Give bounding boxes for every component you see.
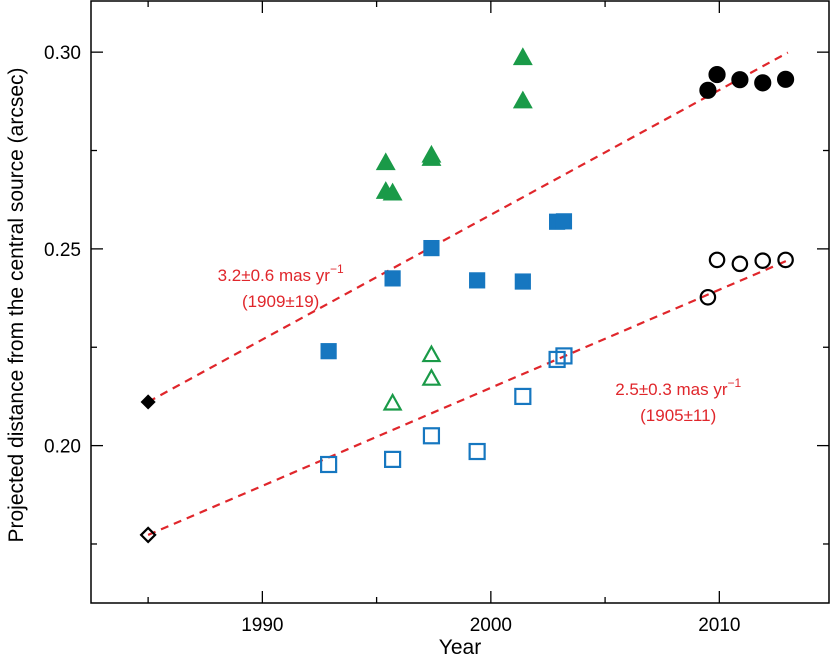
fit-rate-label: 3.2±0.6 mas yr−1 (218, 262, 344, 285)
fit-line (147, 51, 789, 403)
data-point (514, 387, 532, 406)
fit-rate-label: 2.5±0.3 mas yr−1 (615, 376, 741, 399)
fit-line (147, 259, 789, 536)
x-tick-label: 1990 (241, 615, 283, 636)
data-point (468, 442, 486, 461)
data-point (708, 251, 726, 269)
data-point (777, 251, 794, 269)
fit-epoch-label: (1905±11) (640, 406, 716, 425)
y-tick-label: 0.25 (44, 240, 81, 261)
data-point (731, 71, 749, 89)
data-point (421, 148, 442, 166)
data-point (754, 252, 772, 269)
x-axis-label: Year (439, 636, 481, 658)
data-point (382, 392, 403, 411)
data-point (382, 182, 403, 201)
data-point (776, 70, 795, 88)
plot-frame (90, 0, 830, 604)
data-point (555, 213, 573, 230)
data-point (422, 427, 441, 445)
data-point (754, 74, 772, 92)
data-point (699, 81, 717, 99)
data-point (383, 450, 402, 468)
data-point (512, 47, 533, 66)
data-point (514, 273, 531, 290)
annotations: 3.2±0.6 mas yr−1 (1909±19) 2.5±0.3 mas yr−… (218, 262, 742, 425)
data-point (320, 455, 338, 474)
x-tick-label: 2010 (698, 615, 740, 636)
data-point (512, 90, 533, 109)
data-point (421, 367, 442, 386)
data-point (423, 239, 440, 257)
data-point (139, 526, 157, 544)
x-tick-label: 2000 (470, 615, 512, 636)
data-point (320, 343, 337, 360)
data-point (384, 270, 401, 287)
y-tick-label: 0.30 (44, 43, 81, 64)
data-point (699, 288, 717, 306)
data-point (555, 347, 573, 365)
y-axis-label: Projected distance from the central sour… (5, 67, 28, 542)
data-point (375, 152, 396, 171)
data-point (469, 272, 486, 289)
data-point (140, 394, 156, 410)
data-point (421, 344, 442, 363)
axis-ticks: 1990 2000 2010 0.20 0.25 0.30 (44, 1, 829, 636)
data-points (139, 47, 795, 544)
data-point (708, 65, 726, 84)
fit-lines (147, 51, 789, 536)
data-point (731, 255, 749, 273)
y-tick-label: 0.20 (44, 437, 81, 458)
fit-epoch-label: (1909±19) (242, 292, 319, 311)
